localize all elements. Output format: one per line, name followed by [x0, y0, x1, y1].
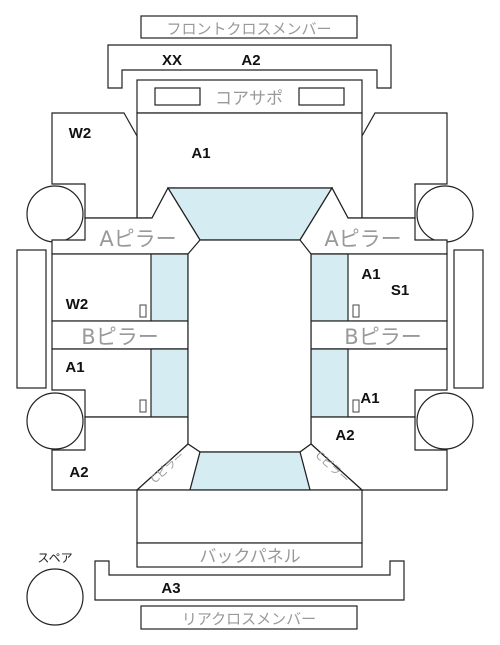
front-right-fender[interactable] [361, 112, 448, 219]
right-front-door-handle[interactable] [352, 304, 360, 318]
core-support-label: コアサポ [215, 89, 283, 109]
rear-member-code: A3 [161, 580, 180, 597]
front-cross-member-box[interactable] [140, 15, 358, 39]
rear-window[interactable] [189, 451, 311, 491]
b-pillar-left-label: Bピラー [81, 325, 158, 349]
roof[interactable] [187, 239, 312, 453]
headlight-right[interactable] [298, 87, 345, 106]
left-side-sill[interactable] [16, 249, 47, 389]
right-rear-window[interactable] [310, 348, 349, 418]
left-quarter-code: A2 [69, 464, 88, 481]
left-front-window[interactable] [150, 253, 189, 322]
right-front-door-code-1: A1 [361, 266, 380, 283]
front-left-wheel[interactable] [26, 185, 84, 243]
a-pillar-right-label: Aピラー [324, 227, 401, 251]
rear-member[interactable] [94, 560, 405, 601]
left-rear-window[interactable] [150, 348, 189, 418]
left-rear-door-handle[interactable] [139, 399, 147, 413]
front-member-right-code: A2 [241, 52, 260, 69]
front-member[interactable] [107, 44, 392, 89]
rear-cross-member-label: リアクロスメンバー [182, 610, 316, 628]
front-member-left-code: XX [162, 52, 182, 69]
left-rear-door-code: A1 [65, 359, 84, 376]
hood-code: A1 [191, 145, 210, 162]
front-right-wheel[interactable] [416, 185, 474, 243]
back-panel[interactable] [136, 542, 363, 568]
trunk-lid[interactable] [136, 489, 363, 544]
right-front-door-code-2: S1 [391, 282, 409, 299]
front-left-fender-code: W2 [69, 125, 92, 142]
b-pillar-right-label: Bピラー [344, 325, 421, 349]
rear-left-wheel[interactable] [26, 392, 84, 450]
right-side-sill[interactable] [453, 249, 484, 389]
rear-cross-member-box[interactable] [140, 605, 358, 630]
rear-right-wheel[interactable] [416, 392, 474, 450]
left-front-door-code: W2 [66, 296, 89, 313]
headlight-left[interactable] [154, 87, 201, 106]
right-rear-door-code: A1 [360, 390, 379, 407]
a-pillar-left-label: Aピラー [99, 227, 176, 251]
front-cross-member-label: フロントクロスメンバー [166, 20, 331, 38]
spare-label: スペア [37, 551, 72, 565]
back-panel-label: バックパネル [199, 547, 300, 567]
left-front-door-handle[interactable] [139, 304, 147, 318]
right-quarter-code: A2 [335, 427, 354, 444]
b-pillar-right[interactable] [310, 320, 448, 350]
right-front-window[interactable] [310, 253, 349, 322]
b-pillar-left[interactable] [51, 320, 189, 350]
spare-tire[interactable] [26, 568, 84, 626]
right-rear-door-handle[interactable] [352, 399, 360, 413]
